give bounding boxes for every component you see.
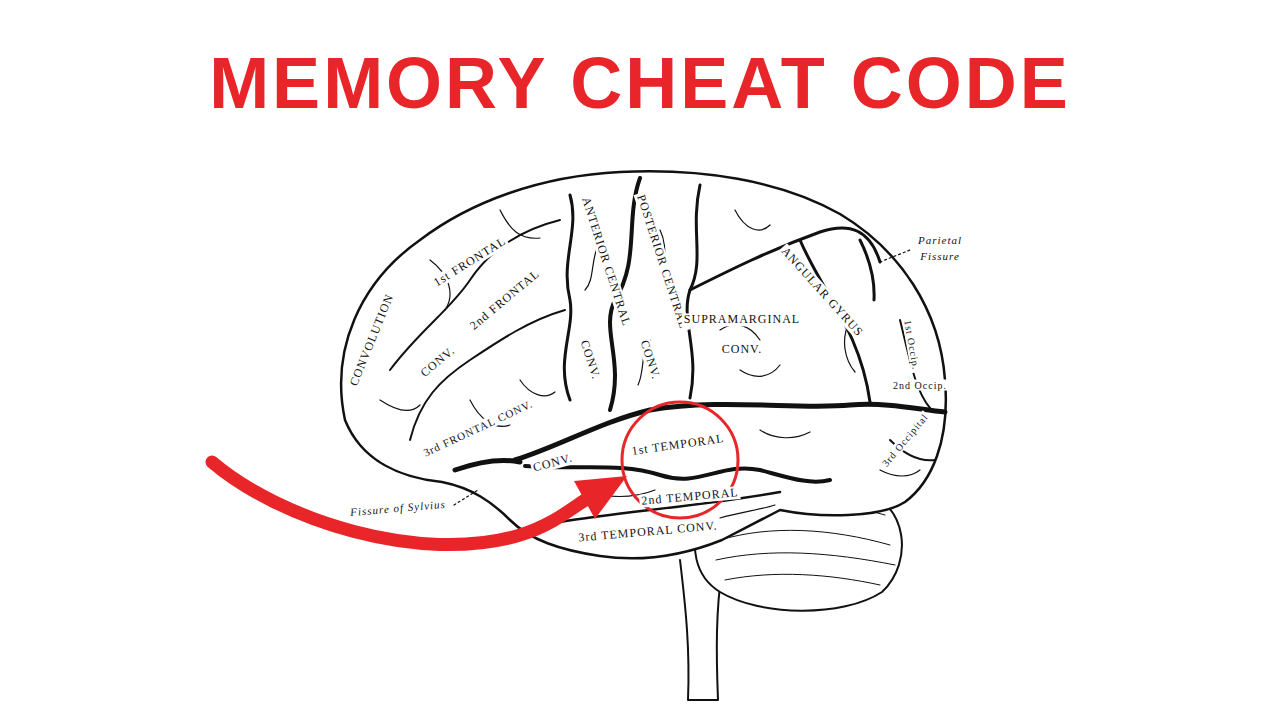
region-label: Fissure	[918, 250, 962, 262]
cerebrum-outline	[341, 171, 946, 558]
region-label: Fissure of Sylvius	[348, 498, 448, 519]
region-label: CONV.	[720, 343, 764, 356]
leader-line	[454, 490, 478, 505]
frontal-sulci	[390, 220, 565, 440]
region-label: SUPRAMARGINAL	[682, 313, 802, 326]
postcentral-sulcus	[687, 185, 700, 398]
region-label: 2nd Occip.	[891, 380, 949, 391]
superior-temporal-sulcus	[525, 466, 830, 482]
minor-folds	[380, 210, 920, 518]
title: MEMORY CHEAT CODE	[0, 42, 1280, 124]
pointer-arrow	[212, 462, 588, 545]
leader-line	[880, 250, 910, 262]
parietal-fissure	[860, 240, 874, 300]
pointer-arrowhead	[574, 476, 627, 519]
region-label: Parietal	[916, 234, 964, 246]
precentral-sulcus	[564, 195, 573, 400]
fissure-of-sylvius	[455, 404, 945, 470]
